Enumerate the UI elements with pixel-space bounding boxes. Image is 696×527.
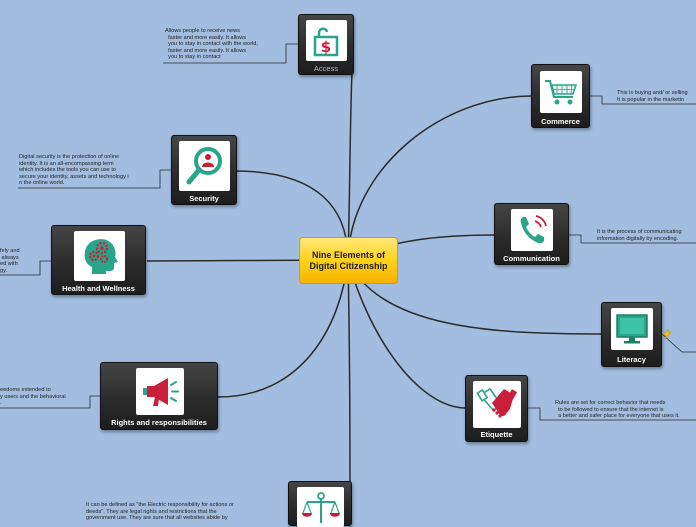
topic-security-label: Security [189,194,219,203]
topic-etiquette[interactable]: Etiquette [465,375,528,442]
topic-access[interactable]: $ Access [298,14,354,75]
note-access[interactable]: Allows people to receive news faster and… [165,28,258,61]
note-line-literacy [661,333,696,353]
dollar-lock-icon: $ [306,20,347,61]
phone-icon [511,209,553,251]
svg-text:$: $ [320,38,330,56]
central-topic[interactable]: Nine Elements of Digital Citizenship [299,237,398,284]
link-rights [217,259,349,398]
head-gears-icon [74,231,125,281]
topic-commerce[interactable]: Commerce [531,64,590,128]
monitor-icon [611,308,653,350]
note-line-access [163,43,298,64]
note-security[interactable]: Digital security is the protection of on… [19,154,129,187]
note-line-communication [569,234,696,244]
link-etiquette [347,259,467,409]
handshake-icon [473,381,521,428]
topic-communication[interactable]: Communication [494,203,569,265]
note-line-health [0,260,52,276]
megaphone-icon [136,368,184,415]
note-line-security [18,169,172,189]
topic-law[interactable] [288,481,352,527]
topic-health-label: Health and Wellness [62,284,135,293]
scales-icon [297,487,344,527]
link-access [347,71,353,261]
topic-commerce-label: Commerce [541,117,580,126]
topic-security[interactable]: Security [171,135,237,205]
topic-literacy-label: Literacy [617,355,646,364]
note-commerce[interactable]: This is buying and/ or selling It is pop… [617,90,688,103]
magnifier-person-icon [179,141,230,191]
note-health[interactable]: fely and always ed with gy. [0,248,20,274]
topic-etiquette-label: Etiquette [480,430,513,439]
link-commerce [347,95,533,261]
note-rights[interactable]: eedoms extended to y users and the behav… [0,387,66,407]
note-law[interactable]: It can be defined as "the Electric respo… [86,502,234,522]
note-communication[interactable]: It is the process of communicating infor… [597,229,682,242]
central-title: Nine Elements of Digital Citizenship [309,250,388,271]
topic-health[interactable]: Health and Wellness [51,225,146,295]
topic-access-label: Access [313,64,339,73]
topic-rights-label: Rights and responsibilities [111,418,207,427]
topic-literacy[interactable]: Literacy [601,302,662,367]
lightning-marker-icon [662,329,672,339]
note-etiquette[interactable]: Rules are set for correct behavior that … [555,400,680,420]
shopping-cart-icon [540,71,582,113]
link-law [347,259,351,483]
topic-communication-label: Communication [503,254,560,263]
note-line-commerce [590,95,696,105]
note-line-rights [0,395,100,409]
topic-rights[interactable]: Rights and responsibilities [100,362,218,430]
note-line-etiquette [528,407,696,421]
